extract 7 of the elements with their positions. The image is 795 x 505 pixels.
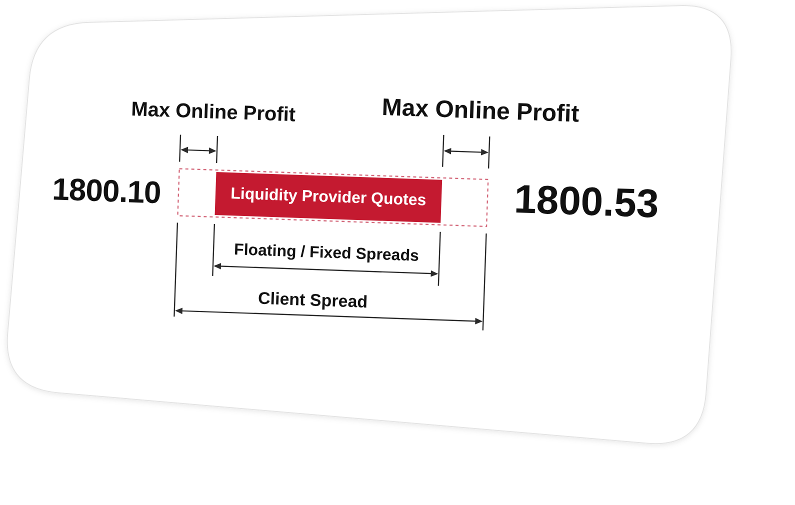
price-label: 1800.53 — [513, 176, 660, 228]
dimension-label: Max Online Profit — [130, 98, 296, 128]
price-label: 1800.10 — [52, 171, 162, 211]
dimension-label: Client Spread — [258, 288, 368, 312]
dimension-label: Floating / Fixed Spreads — [234, 241, 420, 266]
dimension-label: Max Online Profit — [381, 94, 580, 128]
bar-label: Liquidity Provider Quotes — [230, 184, 426, 210]
